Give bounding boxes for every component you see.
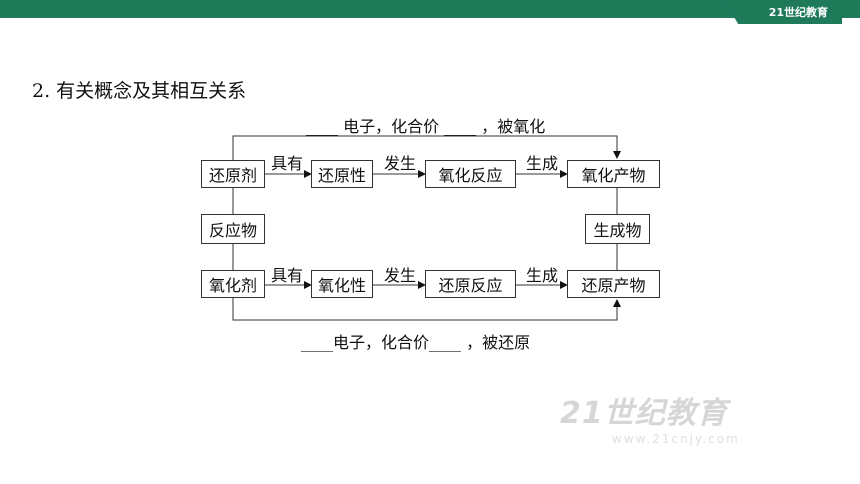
label-top-have: 具有 (271, 154, 304, 173)
logo-tab (724, 0, 842, 24)
brand-logo: 21世纪教育 (768, 6, 828, 19)
box-reducibility: 还原性 (311, 160, 373, 188)
top-loop-arrow (232, 135, 621, 160)
label-top-undergo: 发生 (384, 154, 417, 173)
box-products: 生成物 (585, 214, 650, 244)
box-oxidizability: 氧化性 (311, 270, 373, 298)
bottom-loop-arrow (232, 298, 621, 321)
label-bottom-have: 具有 (271, 266, 304, 285)
box-reactants: 反应物 (201, 214, 265, 244)
box-reduction-reaction: 还原反应 (425, 270, 516, 298)
label-bottom-produce: 生成 (526, 266, 559, 285)
header-bar: 21世纪教育 (0, 0, 860, 24)
label-bottom-undergo: 发生 (384, 266, 417, 285)
box-reducing-agent: 还原剂 (201, 160, 265, 188)
box-reduction-product: 还原产物 (567, 270, 660, 298)
bottom-caption: ____电子，化合价____ ，被还原 (301, 333, 531, 352)
box-oxidation-reaction: 氧化反应 (425, 160, 516, 188)
box-oxidation-product: 氧化产物 (567, 160, 660, 188)
top-caption: ____ 电子，化合价 ____ ，被氧化 (306, 117, 546, 136)
watermark-url: www.21cnjy.com (612, 432, 740, 446)
box-oxidizing-agent: 氧化剂 (201, 270, 265, 298)
watermark-logo: 21世纪教育 (560, 396, 728, 431)
label-top-produce: 生成 (526, 154, 559, 173)
section-heading: 2. 有关概念及其相互关系 (32, 80, 247, 102)
